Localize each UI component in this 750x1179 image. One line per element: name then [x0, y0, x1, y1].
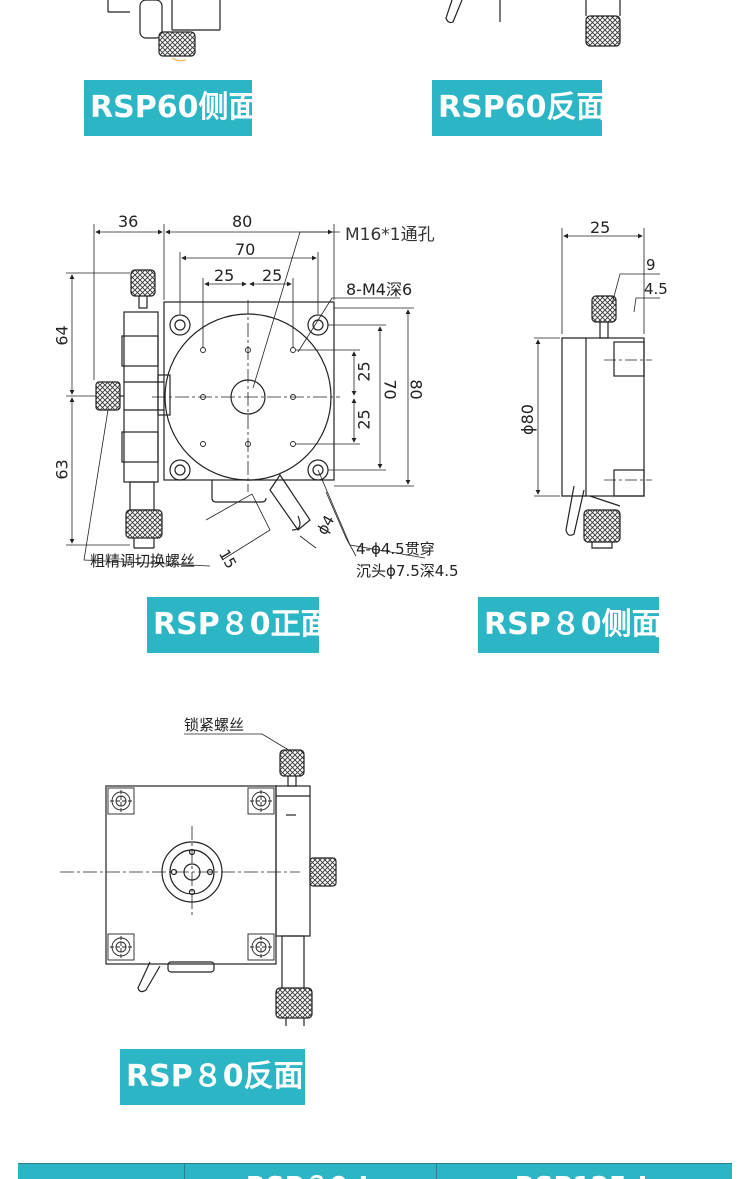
rsp80-back-drawing — [60, 749, 337, 1026]
dim-80-top: 80 — [232, 212, 253, 231]
holes-line1: 4-ϕ4.5贯穿 — [356, 540, 435, 558]
thread-label: M16*1通孔 — [345, 225, 435, 245]
lock-screw-label: 锁紧螺丝 — [184, 716, 245, 734]
rsp60-back-drawing-fragment — [445, 0, 621, 47]
rsp80-side-drawing — [561, 295, 652, 549]
label-rsp80-front: RSP８0正面 — [147, 597, 331, 653]
side-dim-phi80: ϕ80 — [517, 404, 537, 435]
front-dimension-lines — [66, 224, 426, 567]
dim-80-r: 80 — [406, 379, 426, 400]
label-rsp60-side: RSP60侧面 — [84, 80, 258, 136]
table-header-cell-1 — [18, 1164, 184, 1179]
dim-25-r2: 25 — [354, 409, 374, 430]
dim-25-b: 25 — [262, 266, 283, 285]
rsp60-side-drawing-fragment — [107, 0, 221, 62]
side-dim-4-5: 4.5 — [644, 280, 668, 298]
tapped-holes-label: 8-M4深6 — [346, 280, 413, 299]
dim-70-r: 70 — [380, 379, 400, 400]
dim-36: 36 — [118, 212, 139, 231]
back-dimension-lines — [184, 733, 293, 753]
dim-64: 64 — [52, 325, 72, 346]
label-rsp80-side: RSP８0侧面 — [478, 597, 662, 653]
dim-25-a: 25 — [214, 266, 235, 285]
side-dim-9: 9 — [646, 256, 656, 274]
rsp80-front-drawing — [95, 269, 340, 549]
side-dim-25: 25 — [590, 218, 611, 237]
dim-63: 63 — [52, 459, 72, 480]
coarse-fine-label: 粗精调切换螺丝 — [90, 552, 196, 570]
table-header-cell-2: RSP８0-L — [184, 1164, 436, 1179]
holes-line2: 沉头ϕ7.5深4.5 — [356, 562, 459, 580]
dim-70-top: 70 — [235, 240, 256, 259]
dim-25-r1: 25 — [354, 361, 374, 382]
table-header-cell-3: RSP125-L — [436, 1164, 732, 1179]
label-rsp60-back: RSP60反面 — [432, 80, 606, 136]
label-rsp80-back: RSP８0反面 — [120, 1049, 305, 1105]
side-dimension-lines — [534, 228, 660, 497]
spec-table-header: RSP８0-L RSP125-L — [18, 1163, 732, 1179]
